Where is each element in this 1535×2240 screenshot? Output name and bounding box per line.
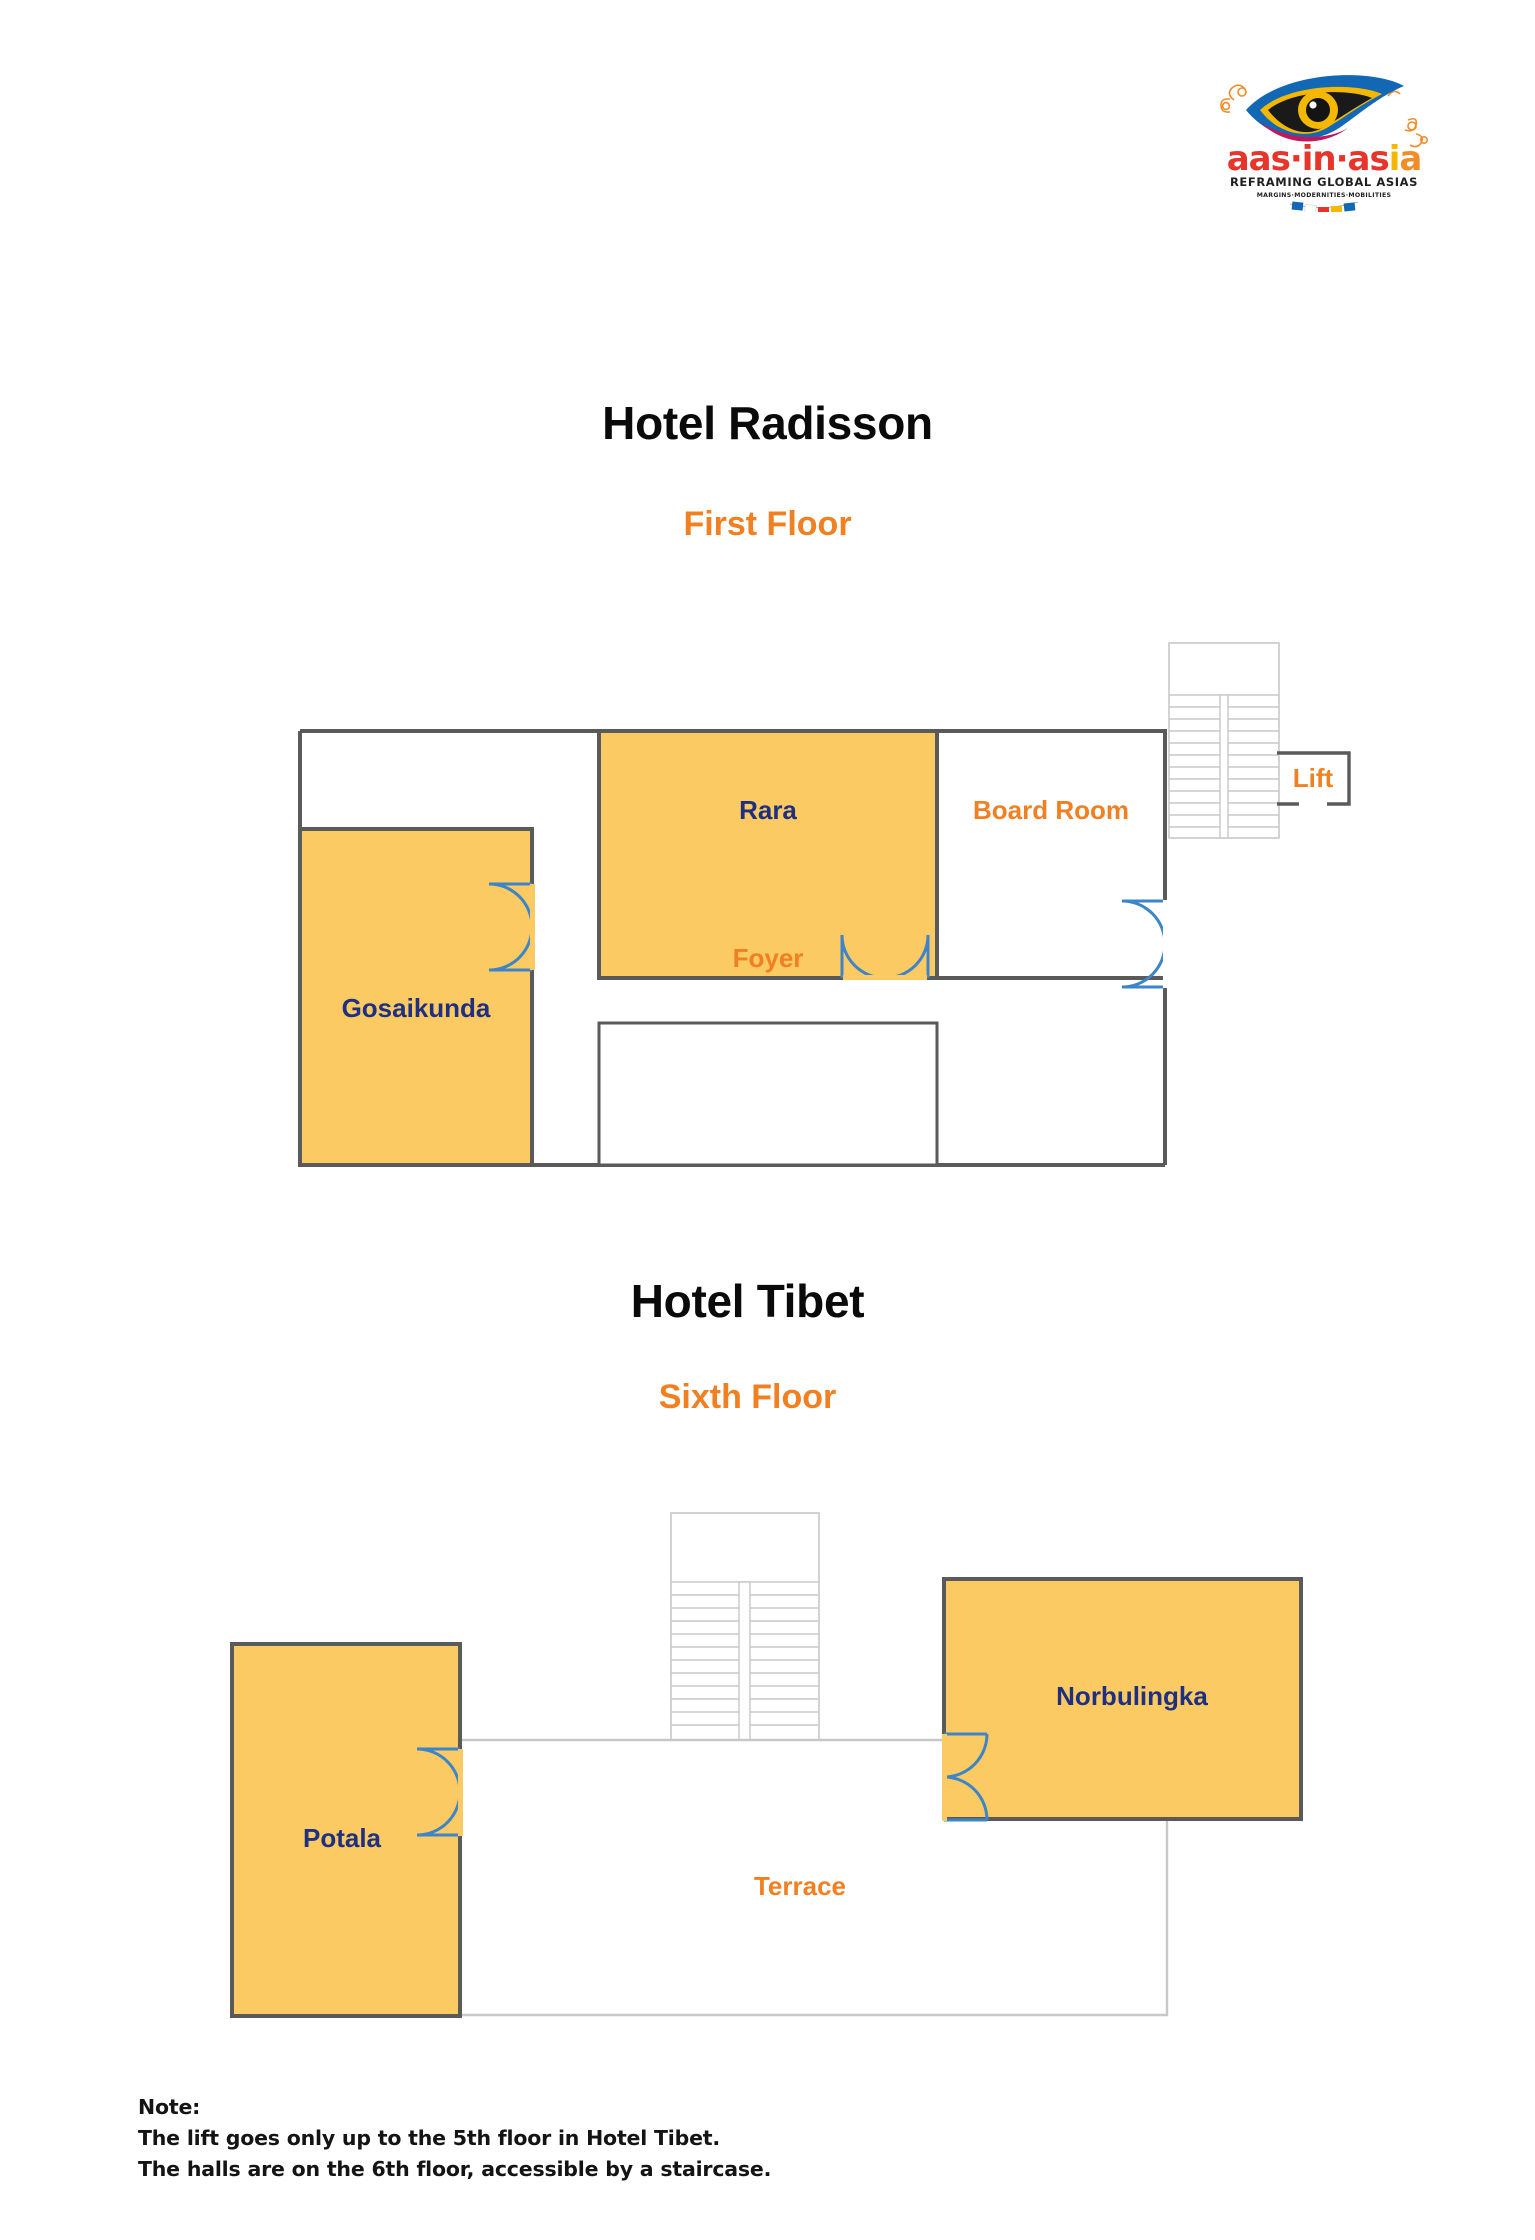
gosaikunda-label: Gosaikunda xyxy=(342,993,491,1023)
lift-label: Lift xyxy=(1293,763,1334,793)
potala-room: Potala xyxy=(230,1642,462,2018)
hotel-radisson-floor-label: First Floor xyxy=(683,505,852,543)
norbulingka-room: Norbulingka xyxy=(942,1577,1303,1821)
radisson-staircase-icon xyxy=(1168,642,1280,839)
svg-text:MARGINS·MODERNITIES·MOBILITIES: MARGINS·MODERNITIES·MOBILITIES xyxy=(1257,192,1392,199)
potala-label: Potala xyxy=(303,1823,382,1853)
tibet-staircase-icon xyxy=(670,1512,820,1741)
hotel-tibet-title: Hotel Tibet xyxy=(630,1275,865,1327)
note-line-1: The lift goes only up to the 5th floor i… xyxy=(138,2126,720,2151)
board-room: Board Room xyxy=(935,729,1167,980)
norbulingka-label: Norbulingka xyxy=(1056,1681,1208,1711)
rara-label: Rara xyxy=(739,795,797,825)
svg-text:aas·in·asia: aas·in·asia xyxy=(1227,139,1422,179)
gosaikunda-room: Gosaikunda xyxy=(298,827,534,1167)
hotel-tibet-floor-label: Sixth Floor xyxy=(658,1378,837,1416)
foyer-inner-partition xyxy=(597,1021,939,1167)
board-room-label: Board Room xyxy=(973,795,1129,825)
tibet-sixth-floor-plan: Terrace Potala Norbulingka xyxy=(230,1512,1303,2018)
radisson-lift-room: Lift xyxy=(1277,751,1351,806)
hotel-radisson-title: Hotel Radisson xyxy=(602,397,933,449)
norbulingka-door-icon xyxy=(943,1732,989,1822)
svg-text:REFRAMING GLOBAL ASIAS: REFRAMING GLOBAL ASIAS xyxy=(1230,175,1418,189)
rara-room: Rara xyxy=(597,729,939,980)
radisson-first-floor-plan: Lift Gosaikunda xyxy=(298,642,1351,1167)
aas-in-asia-logo: aas·in·asia REFRAMING GLOBAL ASIAS MARGI… xyxy=(1212,62,1436,215)
note-line-2: The halls are on the 6th floor, accessib… xyxy=(138,2157,772,2182)
note-block: Note: The lift goes only up to the 5th f… xyxy=(138,2092,1038,2185)
note-heading: Note: xyxy=(138,2095,201,2119)
terrace-label: Terrace xyxy=(754,1871,846,1901)
foyer-label: Foyer xyxy=(733,943,804,973)
